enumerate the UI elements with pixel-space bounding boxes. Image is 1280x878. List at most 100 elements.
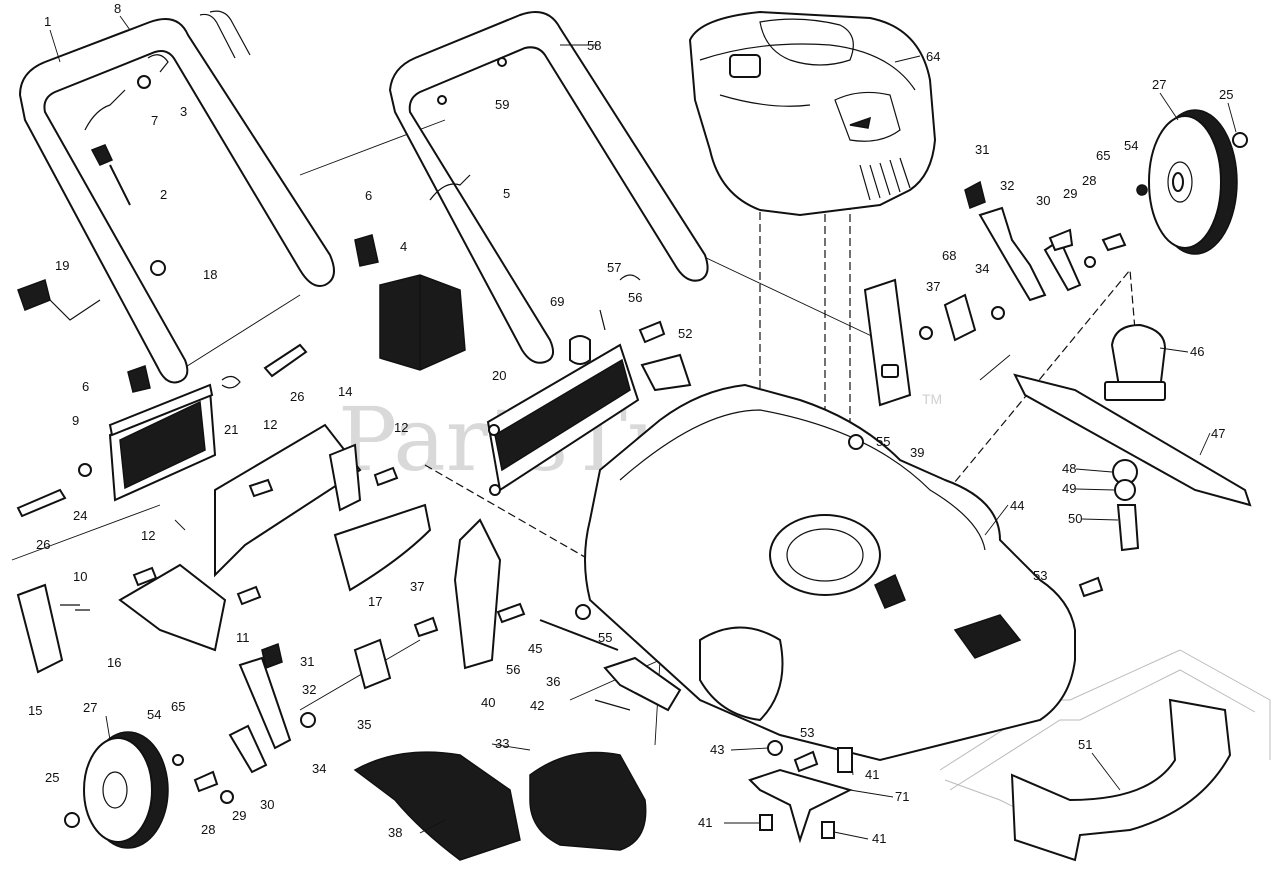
baffle-51 xyxy=(1010,698,1232,862)
callout-32-left: 32 xyxy=(302,682,316,697)
callout-49: 49 xyxy=(1062,481,1076,496)
callout-26-upper: 26 xyxy=(290,389,304,404)
callout-69: 69 xyxy=(550,294,564,309)
callout-31-right: 31 xyxy=(975,142,989,157)
callout-65-right: 65 xyxy=(1096,148,1110,163)
spring-21 xyxy=(221,375,241,389)
callout-53-lower: 53 xyxy=(800,725,814,740)
axle-45 xyxy=(539,619,619,651)
wheel-rear-left xyxy=(83,731,169,849)
washer-18 xyxy=(150,260,166,276)
nut-24 xyxy=(78,463,92,477)
bracket-39-plate-68 xyxy=(863,278,977,407)
callout-14: 14 xyxy=(338,384,352,399)
callout-31-left: 31 xyxy=(300,654,314,669)
bolt-11 xyxy=(236,585,262,606)
knob-6-top xyxy=(354,234,379,267)
callout-54-left: 54 xyxy=(147,707,161,722)
callout-32-right: 32 xyxy=(1000,178,1014,193)
callout-55-lower: 55 xyxy=(598,630,612,645)
bolt-53-a xyxy=(1078,576,1104,598)
callout-3: 3 xyxy=(180,104,187,119)
callout-10: 10 xyxy=(73,569,87,584)
nut-25 xyxy=(1232,132,1248,148)
callout-64: 64 xyxy=(926,49,940,64)
callout-17: 17 xyxy=(368,594,382,609)
knob-6-lower xyxy=(127,365,151,393)
callout-11: 11 xyxy=(236,630,250,645)
callout-59: 59 xyxy=(495,97,509,112)
leader-lines xyxy=(49,15,1237,840)
callout-6-lower: 6 xyxy=(82,379,89,394)
callout-21: 21 xyxy=(224,422,238,437)
callout-57: 57 xyxy=(607,260,621,275)
nut-43 xyxy=(767,740,783,756)
wheel-rear-right xyxy=(1148,109,1238,255)
callout-51: 51 xyxy=(1078,737,1092,752)
callout-45: 45 xyxy=(528,641,542,656)
hinge-rod xyxy=(486,343,640,496)
callout-27-right: 27 xyxy=(1152,77,1166,92)
handle-clips xyxy=(569,274,666,365)
callout-42: 42 xyxy=(530,698,544,713)
callout-41-c: 41 xyxy=(872,831,886,846)
upper-handle-left xyxy=(18,10,335,384)
callout-46: 46 xyxy=(1190,344,1204,359)
callout-5: 5 xyxy=(503,186,510,201)
callout-29-right: 29 xyxy=(1063,186,1077,201)
callout-41-b: 41 xyxy=(698,815,712,830)
bracket-16 xyxy=(118,563,227,652)
bag-4 xyxy=(379,274,466,371)
cover-33 xyxy=(529,751,647,851)
callout-43: 43 xyxy=(710,742,724,757)
bolt-37-b xyxy=(413,616,439,638)
callout-34-left: 34 xyxy=(312,761,326,776)
bolt-41-b xyxy=(759,814,773,831)
callout-39: 39 xyxy=(910,445,924,460)
spring-42 xyxy=(594,699,631,711)
callout-29-left: 29 xyxy=(232,808,246,823)
callout-24: 24 xyxy=(73,508,87,523)
callout-1: 1 xyxy=(44,14,51,29)
watermark-tm: TM xyxy=(922,391,942,407)
callout-9: 9 xyxy=(72,413,79,428)
callout-20: 20 xyxy=(492,368,506,383)
callout-68: 68 xyxy=(942,248,956,263)
callout-12-c: 12 xyxy=(141,528,155,543)
callout-44: 44 xyxy=(1010,498,1024,513)
nut-55-b xyxy=(575,604,591,620)
callout-16: 16 xyxy=(107,655,121,670)
bolt-53-b xyxy=(793,750,819,773)
callout-26-lower: 26 xyxy=(36,537,50,552)
engine xyxy=(688,10,937,217)
bracket-71 xyxy=(748,768,853,844)
callout-40: 40 xyxy=(481,695,495,710)
cable-tie-5 xyxy=(429,174,471,201)
blade-assembly xyxy=(1013,323,1252,552)
plate-15 xyxy=(16,583,90,674)
callout-65-left: 65 xyxy=(171,699,185,714)
bolt-12-b xyxy=(373,466,399,487)
callout-37-lower: 37 xyxy=(410,579,424,594)
callout-37-right: 37 xyxy=(926,279,940,294)
mower-deck xyxy=(584,383,1076,762)
bolt-12-a xyxy=(248,478,274,498)
spacer-34 xyxy=(991,306,1005,320)
callout-28-left: 28 xyxy=(201,822,215,837)
bolt-26-upper xyxy=(263,343,308,378)
deflector-52 xyxy=(640,353,692,392)
bolt-26-lower xyxy=(16,488,67,518)
callout-56-lower: 56 xyxy=(506,662,520,677)
callout-30-right: 30 xyxy=(1036,193,1050,208)
callout-28-right: 28 xyxy=(1082,173,1096,188)
callout-4: 4 xyxy=(400,239,407,254)
callout-50: 50 xyxy=(1068,511,1082,526)
upper-handle-right xyxy=(388,11,709,364)
callout-38: 38 xyxy=(388,825,402,840)
nut-25-b xyxy=(64,812,80,828)
bolt-56-b xyxy=(496,602,526,624)
callout-55-top: 55 xyxy=(876,434,890,449)
control-cable xyxy=(84,89,131,206)
callout-25-right: 25 xyxy=(1219,87,1233,102)
